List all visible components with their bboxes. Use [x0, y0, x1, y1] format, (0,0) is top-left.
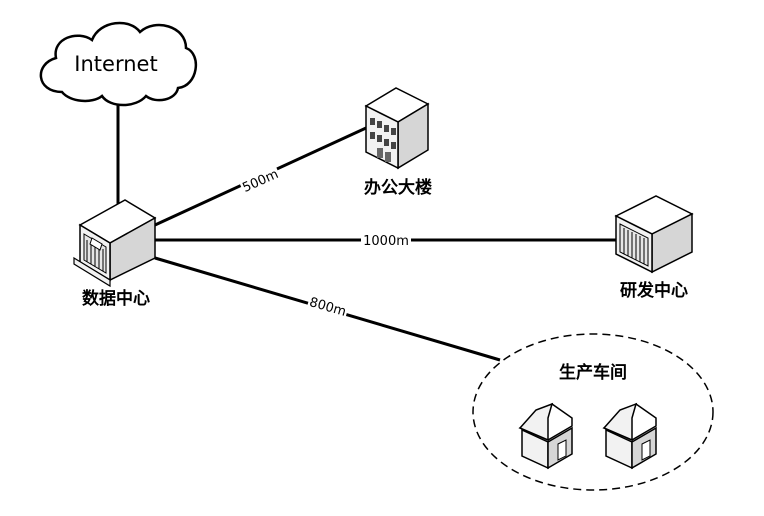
internet-label: Internet	[74, 52, 157, 76]
cloud-icon	[39, 21, 198, 107]
house-icon-2	[602, 402, 657, 470]
svg-text:1000m: 1000m	[363, 234, 409, 249]
distance-label-rnd: 1000m	[361, 231, 411, 249]
distance-label-office: 500m	[238, 163, 282, 196]
distance-label-workshop: 800m	[306, 291, 350, 320]
server-icon	[73, 199, 157, 288]
rnd-label: 研发中心	[620, 280, 688, 301]
house-icon	[518, 402, 573, 470]
datacenter-label: 数据中心	[82, 288, 150, 309]
svg-text:800m: 800m	[308, 295, 348, 320]
office-label: 办公大楼	[364, 177, 432, 198]
workshop-area	[472, 333, 714, 491]
office-building-icon	[364, 87, 430, 170]
workshop-label: 生产车间	[559, 362, 627, 383]
rnd-server-icon	[614, 195, 694, 274]
